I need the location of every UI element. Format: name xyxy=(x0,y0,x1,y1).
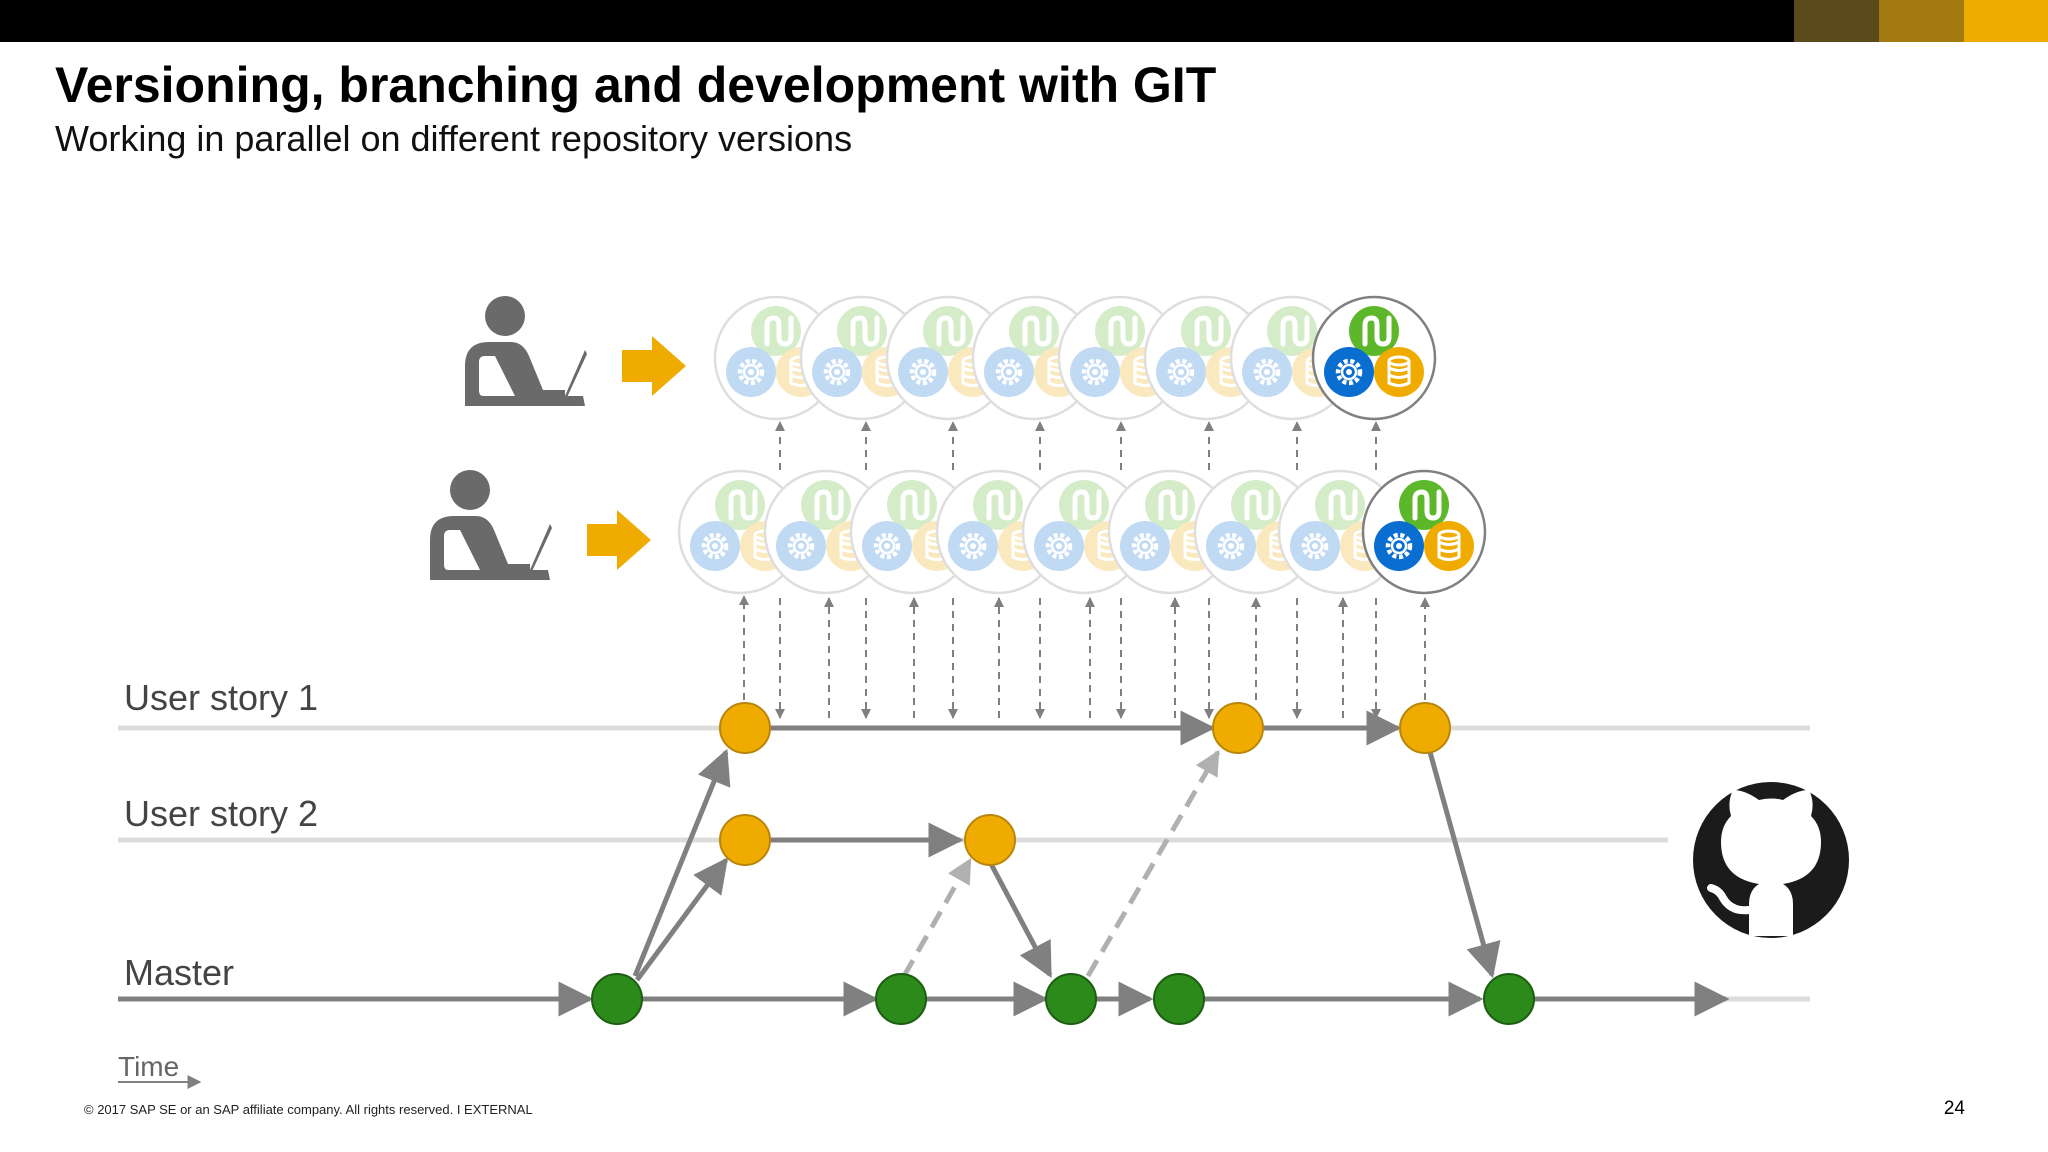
commit-node xyxy=(591,973,643,1025)
developer-1-icon xyxy=(465,296,587,406)
merge-request-edges xyxy=(901,749,1221,978)
corner-accent-1 xyxy=(1794,0,1879,42)
github-icon xyxy=(1693,782,1849,938)
commit-node xyxy=(719,814,771,866)
slide-subtitle: Working in parallel on different reposit… xyxy=(55,118,853,159)
corner-accent-3 xyxy=(1964,0,2048,42)
user-story-2-commits xyxy=(719,814,1016,866)
slide-title: Versioning, branching and development wi… xyxy=(55,57,1217,113)
user-story-1-label: User story 1 xyxy=(124,677,319,718)
master-label: Master xyxy=(124,952,235,993)
time-label: Time xyxy=(118,1051,180,1082)
commit-node xyxy=(964,814,1016,866)
copyright-footer: © 2017 SAP SE or an SAP affiliate compan… xyxy=(84,1102,533,1117)
sync-arrows xyxy=(739,421,1430,719)
header-bar xyxy=(0,0,2048,42)
developer-1-current-version-icon xyxy=(1313,297,1435,419)
developer-1-version-history xyxy=(715,297,1353,419)
commit-node xyxy=(1153,973,1205,1025)
commit-edges xyxy=(118,710,1730,1017)
user-story-1-commits xyxy=(719,702,1451,754)
commit-node xyxy=(875,973,927,1025)
developer-2-version-history xyxy=(679,471,1401,593)
commit-node xyxy=(1483,973,1535,1025)
developer-1-arrow xyxy=(622,336,686,396)
user-story-2-label: User story 2 xyxy=(124,793,319,834)
commit-node xyxy=(1045,973,1097,1025)
corner-accent-2 xyxy=(1879,0,1964,42)
commit-node xyxy=(719,702,771,754)
commit-node xyxy=(1399,702,1451,754)
master-commits xyxy=(591,973,1535,1025)
developer-2-icon xyxy=(430,470,552,580)
commit-node xyxy=(1212,702,1264,754)
developer-2-current-version-icon xyxy=(1363,471,1485,593)
page-number: 24 xyxy=(1943,1098,1965,1119)
developer-2-arrow xyxy=(587,510,651,570)
